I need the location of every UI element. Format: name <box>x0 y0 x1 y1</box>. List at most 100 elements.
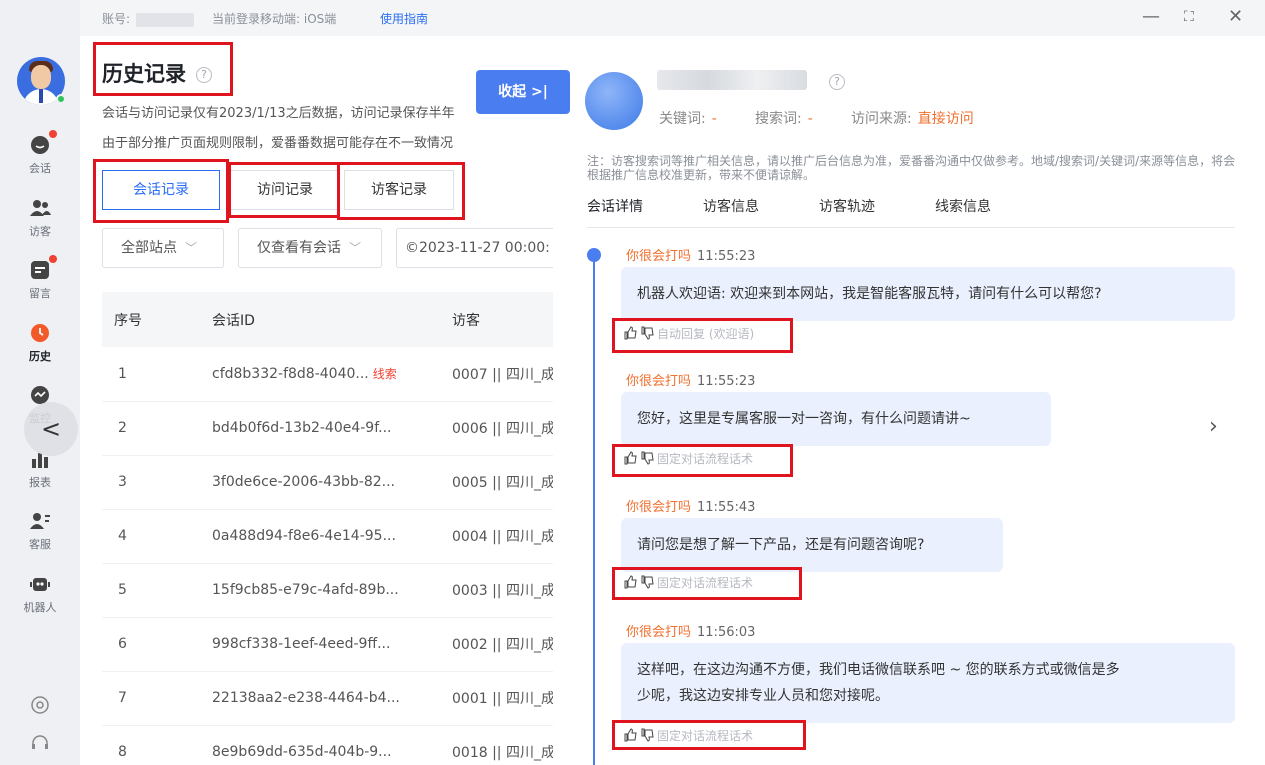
keyword-field: 关键词:- <box>659 111 717 127</box>
settings-icon[interactable] <box>0 694 80 720</box>
close-button[interactable]: ✕ <box>1228 6 1244 27</box>
thumbs-down-icon <box>641 451 654 465</box>
column-header: 序号 <box>102 292 200 347</box>
headset-icon[interactable] <box>0 732 80 758</box>
source-field: 访问来源:直接访问 <box>851 111 974 127</box>
highlight-box <box>228 162 340 218</box>
top-bar: 账号: 当前登录移动端: iOS端 使用指南 — ⛶ ✕ <box>80 0 1265 36</box>
thumbs-up-icon <box>624 575 637 589</box>
visitor-link[interactable]: 0018 || 四川_成 <box>440 725 560 765</box>
sidebar-item-visitors[interactable]: 访客 <box>0 197 80 239</box>
collapse-sidebar-button[interactable]: < <box>24 402 78 456</box>
highlight-box <box>612 567 802 600</box>
history-icon <box>29 322 51 344</box>
users-icon <box>29 197 51 219</box>
thumbs-down-icon <box>641 326 654 340</box>
message-tag: 自动回复 (欢迎语) <box>623 325 754 342</box>
scope-select[interactable]: 仅查看有会话﹀ <box>238 228 382 268</box>
chevron-right-icon[interactable]: › <box>1209 414 1218 439</box>
visitor-link[interactable]: 0001 || 四川_成 <box>440 671 560 726</box>
highlight-box <box>612 444 793 477</box>
table-header: 序号 会话ID 访客 <box>102 292 560 347</box>
minimize-button[interactable]: — <box>1142 6 1160 27</box>
info-note: 注：访客搜索词等推广相关信息，请以推广后台信息为准，爱番番沟通中仅做参考。地域/… <box>587 154 1236 182</box>
session-id-link[interactable]: bd4b0f6d-13b2-40e4-9f... <box>200 401 440 456</box>
chevron-down-icon: ﹀ <box>185 241 198 255</box>
sidebar-item-chat[interactable]: 会话 <box>0 130 80 176</box>
chat-icon <box>29 130 57 156</box>
lead-badge: 线索 <box>372 367 397 382</box>
visitor-link[interactable]: 0003 || 四川_成 <box>440 563 560 618</box>
sidebar-item-label: 历史 <box>29 350 51 363</box>
highlight-box <box>612 720 806 750</box>
visitor-link[interactable]: 0002 || 四川_成 <box>440 617 560 672</box>
date-range-picker[interactable]: ©2023-11-27 00:00: <box>396 228 560 268</box>
message-tag: 固定对话流程话术 <box>623 574 753 591</box>
tab-divider <box>587 227 1235 228</box>
help-icon[interactable]: ? <box>829 74 845 90</box>
tab-visitor-records[interactable]: 访客记录 <box>344 170 454 210</box>
visitor-link[interactable]: 0006 || 四川_成 <box>440 401 560 456</box>
maximize-button[interactable]: ⛶ <box>1184 9 1194 25</box>
session-id-link[interactable]: 8e9b69dd-635d-404b-9... <box>200 725 440 765</box>
session-id-link[interactable]: 22138aa2-e238-4464-b4... <box>200 671 440 726</box>
tab-visitor-info[interactable]: 访客信息 <box>703 199 759 215</box>
thumbs-up-icon <box>624 451 637 465</box>
tab-session-detail[interactable]: 会话详情 <box>587 199 643 215</box>
avatar[interactable] <box>17 57 65 105</box>
message-tag: 固定对话流程话术 <box>623 450 753 467</box>
session-id-link[interactable]: 998cf338-1eef-4eed-9ff... <box>200 617 440 672</box>
highlight-box <box>337 162 465 220</box>
notification-dot <box>49 130 57 138</box>
highlight-box <box>612 318 793 353</box>
account-redacted <box>136 12 195 27</box>
sidebar-item-reports[interactable]: 报表 <box>0 448 80 490</box>
notice-text: 由于部分推广页面规则限制，爱番番数据可能存在不一致情况 <box>102 136 454 151</box>
message-icon <box>29 255 57 281</box>
sidebar-item-messages[interactable]: 留言 <box>0 255 80 301</box>
visitor-link[interactable]: 0004 || 四川_成 <box>440 509 560 564</box>
message-bubble: 请问您是想了解一下产品，还是有问题咨询呢? <box>621 518 1003 572</box>
message-tag: 固定对话流程话术 <box>623 727 753 744</box>
visitor-link[interactable]: 0005 || 四川_成 <box>440 455 560 510</box>
tab-visitor-track[interactable]: 访客轨迹 <box>819 199 875 215</box>
site-select[interactable]: 全部站点﹀ <box>102 228 224 268</box>
tab-lead-info[interactable]: 线索信息 <box>935 199 991 215</box>
sidebar: 会话 访客 留言 历史 监控 <box>0 0 80 765</box>
tab-session-records[interactable]: 会话记录 <box>102 170 220 210</box>
notification-dot <box>49 255 57 263</box>
visitor-name-redacted <box>657 70 807 90</box>
session-id-link[interactable]: 15f9cb85-e79c-4afd-89b... <box>200 563 440 618</box>
visitor-link[interactable]: 0007 || 四川_成 <box>440 347 560 402</box>
thumbs-down-icon <box>641 728 654 742</box>
session-id-link[interactable]: cfd8b332-f8d8-4040...线索 <box>200 347 440 402</box>
report-icon <box>29 448 51 470</box>
collapse-drawer-button[interactable]: 收起 >| <box>476 70 570 114</box>
thumbs-up-icon <box>624 326 637 340</box>
sidebar-item-robot[interactable]: 机器人 <box>0 573 80 615</box>
guide-link[interactable]: 使用指南 <box>380 12 429 26</box>
sidebar-item-history[interactable]: 历史 <box>0 322 80 364</box>
timeline-dot <box>587 248 601 262</box>
session-id-link[interactable]: 0a488d94-f8e6-4e14-95... <box>200 509 440 564</box>
sidebar-item-label: 会话 <box>29 162 51 175</box>
thumbs-down-icon <box>641 575 654 589</box>
account-info: 账号: <box>102 10 200 27</box>
sidebar-item-agents[interactable]: 客服 <box>0 510 80 552</box>
sidebar-item-label: 客服 <box>29 538 51 551</box>
sidebar-item-label: 访客 <box>29 225 51 238</box>
session-id-link[interactable]: 3f0de6ce-2006-43bb-82... <box>200 455 440 510</box>
help-icon[interactable]: ? <box>196 67 212 83</box>
